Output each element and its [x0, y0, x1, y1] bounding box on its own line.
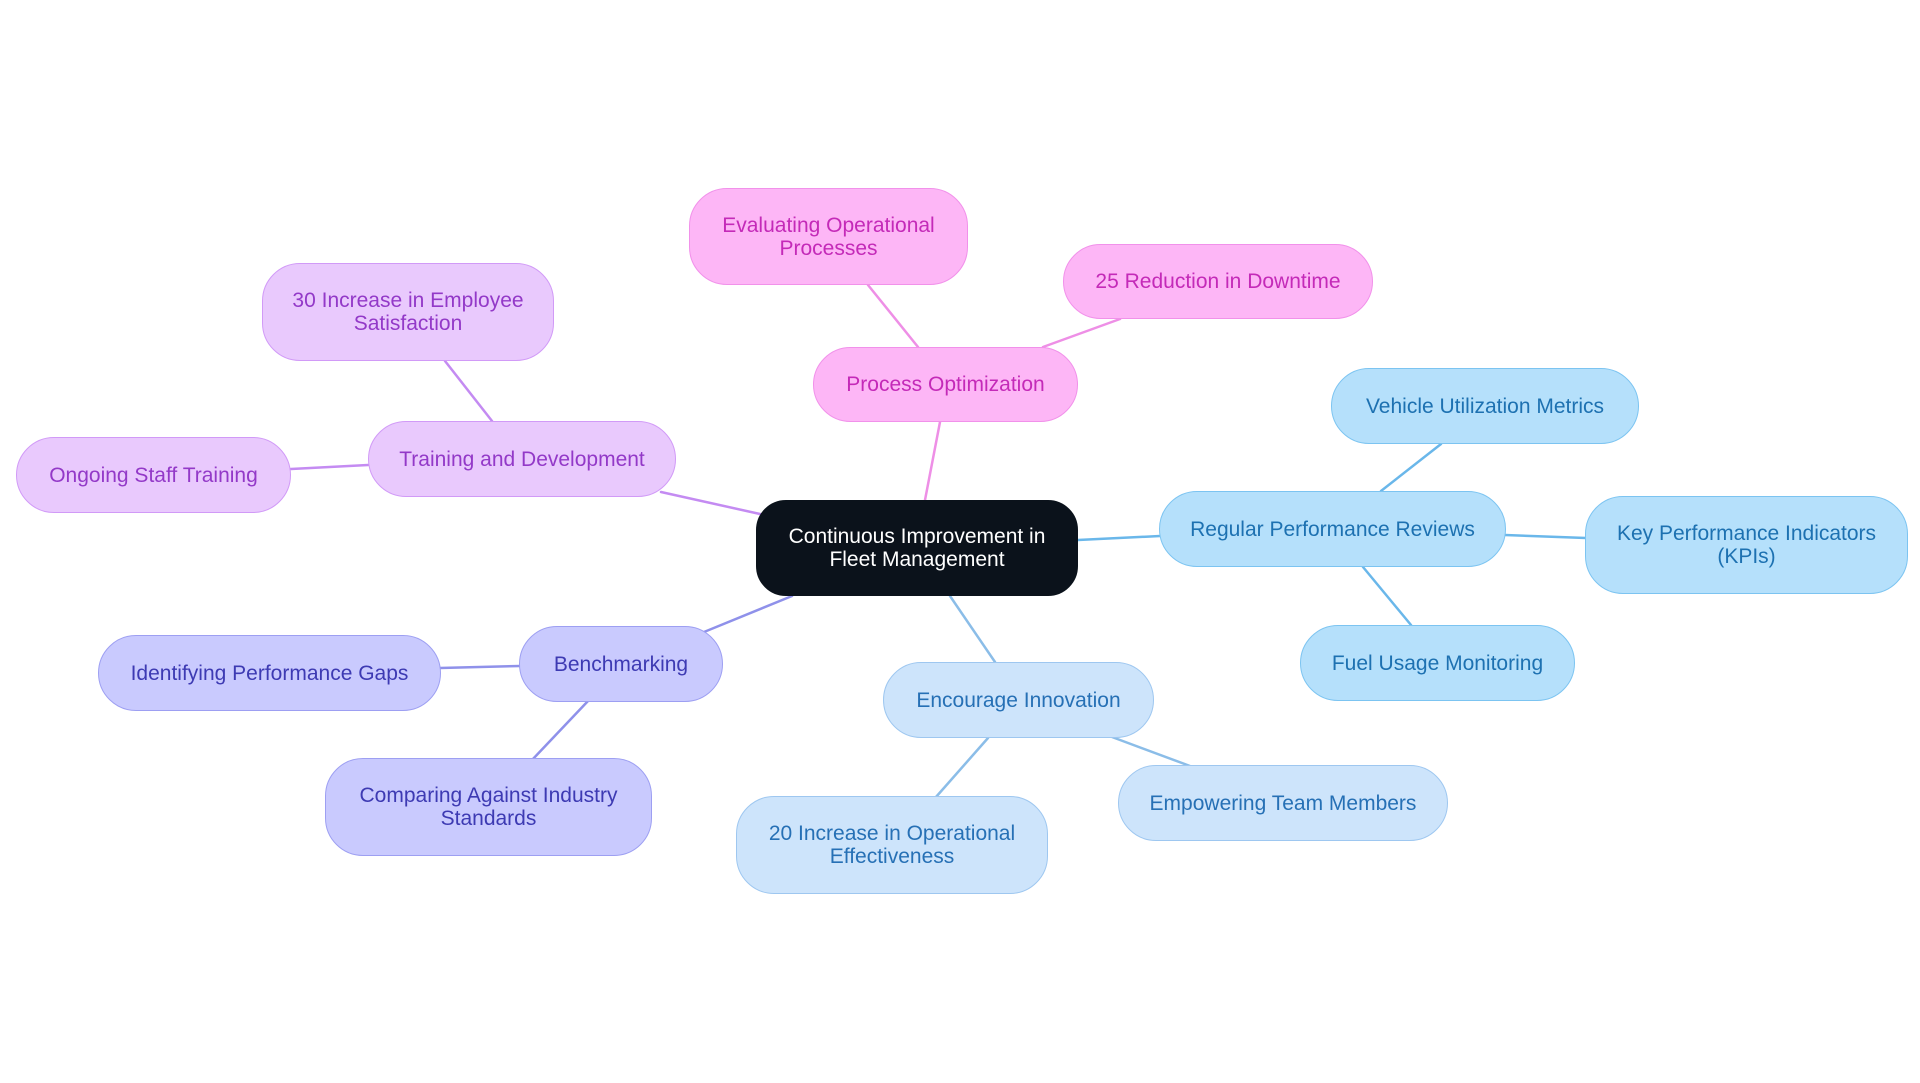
- benchmarking-label: Benchmarking: [553, 652, 689, 676]
- node-comparing-industry-standards: Comparing Against Industry Standards: [325, 758, 652, 856]
- root-label-line-2: Fleet Management: [829, 548, 1005, 571]
- link-root-benchmarking: [702, 594, 794, 634]
- innovation-label: Encourage Innovation: [916, 688, 1121, 712]
- node-operational-effectiveness: 20 Increase in Operational Effectiveness: [736, 796, 1048, 894]
- root-label-line-1: Continuous Improvement in: [788, 525, 1046, 548]
- link-process-downtime: [1041, 317, 1122, 349]
- root-node: Continuous Improvement in Fleet Manageme…: [756, 500, 1078, 596]
- link-training-satisfaction: [443, 359, 494, 423]
- kpi-label-line-1: Key Performance Indicators: [1616, 522, 1877, 545]
- node-empowering-team-members: Empowering Team Members: [1118, 765, 1448, 841]
- evaluating-label-line-1: Evaluating Operational: [722, 213, 935, 237]
- empowering-label: Empowering Team Members: [1149, 791, 1417, 815]
- node-regular-performance-reviews: Regular Performance Reviews: [1159, 491, 1506, 567]
- gaps-label: Identifying Performance Gaps: [130, 661, 409, 685]
- node-employee-satisfaction: 30 Increase in Employee Satisfaction: [262, 263, 554, 361]
- node-fuel-usage-monitoring: Fuel Usage Monitoring: [1300, 625, 1575, 701]
- node-process-optimization: Process Optimization: [813, 347, 1078, 422]
- vehicle-utilization-label: Vehicle Utilization Metrics: [1365, 394, 1605, 418]
- node-evaluating-operational-processes: Evaluating Operational Processes: [689, 188, 968, 285]
- link-root-reviews: [1076, 534, 1162, 542]
- link-reviews-kpi: [1503, 533, 1588, 540]
- satisfaction-label-line-2: Satisfaction: [353, 312, 463, 335]
- downtime-label: 25 Reduction in Downtime: [1095, 270, 1341, 293]
- link-root-innovation: [948, 594, 997, 664]
- node-identifying-performance-gaps: Identifying Performance Gaps: [98, 635, 441, 711]
- process-optimization-label: Process Optimization: [846, 373, 1045, 396]
- node-benchmarking: Benchmarking: [519, 626, 723, 702]
- satisfaction-label-line-1: 30 Increase in Employee: [292, 289, 524, 312]
- standards-label-line-1: Comparing Against Industry: [359, 784, 618, 807]
- performance-reviews-label: Regular Performance Reviews: [1190, 517, 1475, 541]
- effectiveness-label-line-2: Effectiveness: [829, 845, 955, 868]
- fuel-usage-label: Fuel Usage Monitoring: [1331, 651, 1544, 675]
- staff-training-label: Ongoing Staff Training: [49, 463, 258, 487]
- link-root-process: [923, 420, 942, 502]
- link-innovation-effectiveness: [934, 736, 990, 799]
- link-root-training: [659, 490, 762, 516]
- training-label: Training and Development: [399, 447, 645, 471]
- link-benchmarking-gaps: [438, 664, 522, 670]
- link-benchmarking-standards: [530, 699, 590, 762]
- node-training-and-development: Training and Development: [368, 421, 676, 497]
- link-innovation-empowering: [1110, 735, 1192, 768]
- evaluating-label-line-2: Processes: [779, 236, 878, 260]
- node-vehicle-utilization-metrics: Vehicle Utilization Metrics: [1331, 368, 1639, 444]
- link-process-evaluating: [866, 283, 920, 349]
- node-reduction-in-downtime: 25 Reduction in Downtime: [1063, 244, 1373, 319]
- node-ongoing-staff-training: Ongoing Staff Training: [16, 437, 291, 513]
- standards-label-line-2: Standards: [440, 807, 537, 830]
- link-reviews-fuel: [1361, 565, 1413, 627]
- node-key-performance-indicators: Key Performance Indicators (KPIs): [1585, 496, 1908, 594]
- kpi-label-line-2: (KPIs): [1717, 545, 1776, 568]
- effectiveness-label-line-1: 20 Increase in Operational: [768, 822, 1016, 845]
- node-encourage-innovation: Encourage Innovation: [883, 662, 1154, 738]
- link-training-staff: [289, 463, 370, 471]
- link-reviews-vehicle: [1379, 442, 1443, 493]
